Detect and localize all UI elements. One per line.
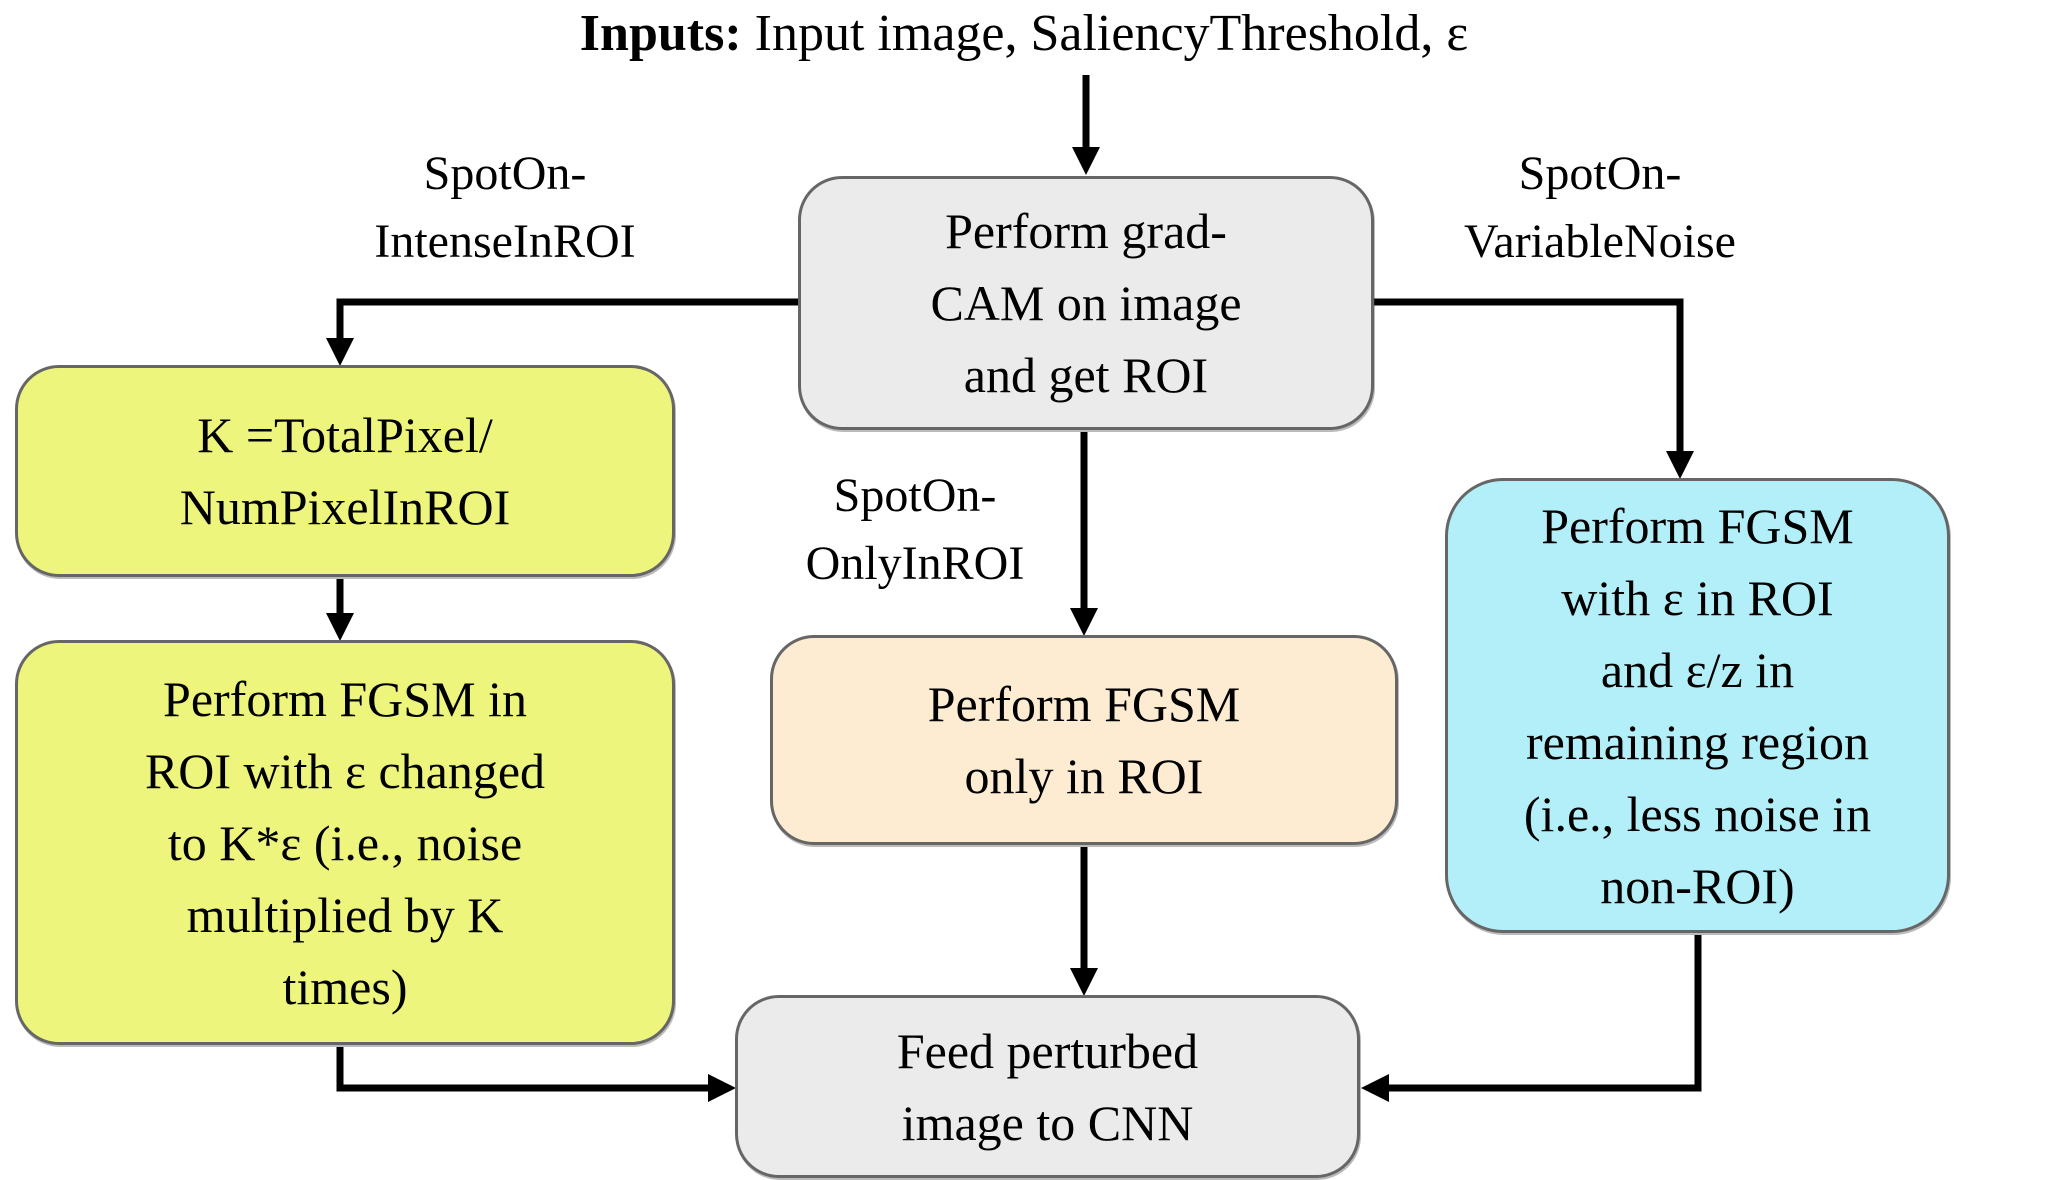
branch-label-line: OnlyInROI <box>805 537 1025 590</box>
feed-cnn-step-text: image to CNN <box>901 1094 1194 1151</box>
branch-label-line: SpotOn- <box>1518 147 1682 200</box>
fgsm-intense-step-text: Perform FGSM in <box>163 670 527 727</box>
inputs-title-params: Input image, SaliencyThreshold, ε <box>741 5 1469 62</box>
branch-label-line: VariableNoise <box>1464 215 1736 268</box>
branch-label-line: IntenseInROI <box>374 215 636 268</box>
inputs-title: Inputs: Input image, SaliencyThreshold, … <box>0 2 2048 66</box>
fgsm-variable-step-text: remaining region <box>1526 713 1869 770</box>
fgsm-intense-step-text: multiplied by K <box>186 886 504 943</box>
arrow-gradcam-to-compute-k <box>326 298 798 366</box>
fgsm-intense-step-box: Perform FGSM in ROI with ε changed to K*… <box>15 640 675 1045</box>
fgsm-intense-step-text: times) <box>282 958 408 1015</box>
fgsm-variable-step-box: Perform FGSM with ε in ROI and ε/z in re… <box>1445 478 1950 933</box>
feed-cnn-step-box: Feed perturbed image to CNN <box>735 995 1360 1178</box>
fgsm-intense-step-text: to K*ε (i.e., noise <box>167 814 523 871</box>
fgsm-variable-step-text: and ε/z in <box>1600 641 1795 698</box>
fgsm-variable-step-text: with ε in ROI <box>1561 569 1834 626</box>
inputs-title-keyword: Inputs: <box>579 5 742 62</box>
compute-k-step-box: K =TotalPixel/ NumPixelInROI <box>15 365 675 577</box>
branch-label-line: SpotOn- <box>833 469 997 522</box>
gradcam-step-box: Perform grad- CAM on image and get ROI <box>798 176 1374 430</box>
arrow-gradcam-to-fgsm-variable <box>1374 298 1694 479</box>
branch-label-spoton-onlyinroi: SpotOn- OnlyInROI <box>740 462 1090 598</box>
fgsm-only-step-text: only in ROI <box>964 748 1204 804</box>
branch-label-spoton-intenseinroi: SpotOn- IntenseInROI <box>270 140 740 276</box>
gradcam-step-text: Perform grad- <box>945 203 1227 259</box>
compute-k-step-text: NumPixelInROI <box>179 479 511 535</box>
feed-cnn-step-text: Feed perturbed <box>896 1022 1199 1079</box>
compute-k-step-text: K =TotalPixel/ <box>197 407 493 463</box>
fgsm-variable-step-text: (i.e., less noise in <box>1523 785 1872 842</box>
fgsm-intense-step-text: ROI with ε changed <box>144 742 546 799</box>
branch-label-line: SpotOn- <box>423 147 587 200</box>
arrow-fgsm-variable-to-feed-cnn <box>1361 935 1702 1102</box>
gradcam-step-text: and get ROI <box>963 347 1209 403</box>
gradcam-step-text: CAM on image <box>930 275 1242 331</box>
fgsm-variable-step-text: Perform FGSM <box>1541 497 1854 554</box>
fgsm-only-step-box: Perform FGSM only in ROI <box>770 635 1398 845</box>
fgsm-only-step-text: Perform FGSM <box>927 676 1241 732</box>
arrow-fgsm-intense-to-feed-cnn <box>336 1047 736 1102</box>
fgsm-variable-step-text: non-ROI) <box>1600 857 1795 914</box>
branch-label-spoton-variablenoise: SpotOn- VariableNoise <box>1390 140 1810 276</box>
